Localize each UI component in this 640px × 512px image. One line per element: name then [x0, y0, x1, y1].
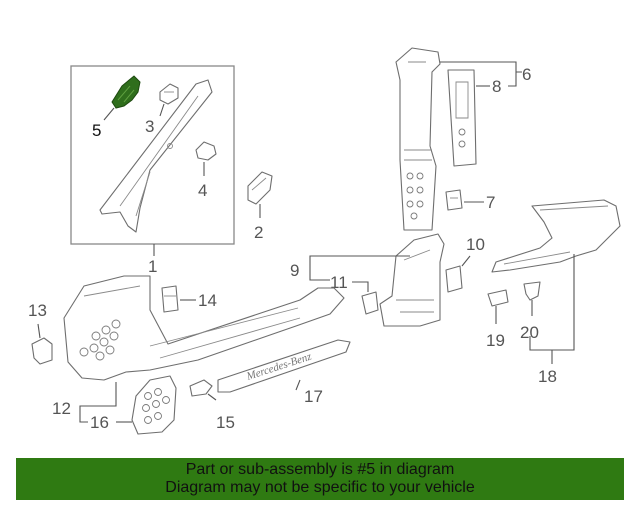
callout-20: 20	[520, 323, 539, 342]
part-8-cover	[447, 69, 477, 167]
callout-16: 16	[90, 413, 109, 432]
banner-line-2: Diagram may not be specific to your vehi…	[165, 479, 475, 496]
leader-10	[461, 255, 471, 267]
callout-12: 12	[52, 399, 71, 418]
leader-11	[352, 281, 369, 292]
callout-14: 14	[198, 291, 217, 310]
rear-sill-trim	[491, 199, 621, 273]
info-banner: Part or sub-assembly is #5 in diagram Di…	[16, 458, 624, 500]
part-10-clip	[445, 265, 463, 293]
callout-2: 2	[254, 223, 263, 242]
leader-15	[207, 393, 217, 401]
callout-13: 13	[28, 301, 47, 320]
part-2-bracket	[247, 171, 273, 205]
callout-4: 4	[198, 181, 207, 200]
callout-7: 7	[486, 193, 495, 212]
callout-6: 6	[522, 65, 531, 84]
part-14-bracket	[161, 285, 179, 313]
part-4-clip	[195, 141, 217, 161]
b-pillar-upper-trim	[395, 47, 441, 231]
a-pillar-group-box	[70, 65, 235, 245]
leader-3	[159, 103, 165, 117]
callout-1: 1	[148, 257, 157, 276]
callout-11: 11	[330, 273, 348, 292]
callout-19: 19	[486, 331, 505, 350]
part-16-panel	[131, 375, 177, 435]
leader-6	[440, 61, 522, 87]
callout-10: 10	[466, 235, 485, 254]
leader-17	[295, 379, 301, 391]
callout-9: 9	[290, 261, 299, 280]
parts-diagram: 5 3 4 1 2 8 6 7	[28, 47, 621, 435]
front-sill-trim	[63, 275, 345, 381]
leader-12	[79, 382, 117, 423]
leader-5	[103, 107, 115, 121]
part-15-clip	[189, 379, 213, 397]
leader-13	[37, 323, 41, 339]
callout-3: 3	[145, 117, 154, 136]
part-20-clip	[523, 281, 541, 301]
part-5-highlighted	[111, 75, 141, 109]
part-7-clip	[445, 189, 463, 211]
banner-line-1: Part or sub-assembly is #5 in diagram	[185, 461, 455, 478]
part-19-clip	[487, 289, 509, 307]
callout-8: 8	[492, 77, 501, 96]
callout-15: 15	[216, 413, 235, 432]
part-11-clip	[361, 291, 379, 315]
part-13-clip	[31, 337, 53, 365]
b-pillar-lower-trim	[379, 233, 445, 327]
leader-9	[309, 255, 410, 281]
callout-17: 17	[304, 387, 323, 406]
a-pillar-trim	[99, 79, 213, 233]
part-17-sill-plate: Mercedes-Benz	[217, 339, 351, 393]
callout-5: 5	[92, 121, 101, 140]
part-3-clip	[159, 83, 179, 105]
callout-18: 18	[538, 367, 557, 386]
